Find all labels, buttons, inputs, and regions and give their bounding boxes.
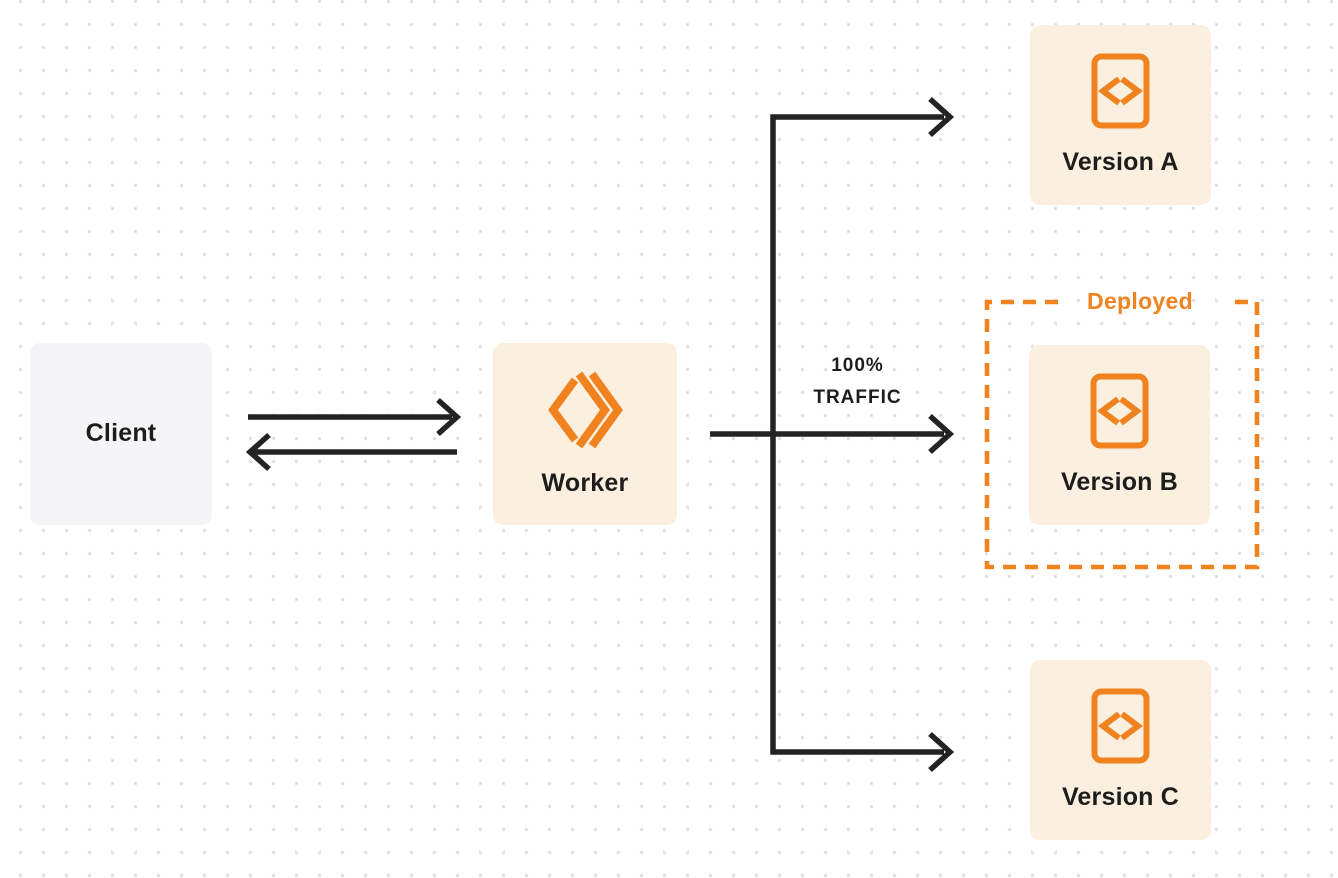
version-b-label: Version B [1060, 468, 1179, 497]
client-label: Client [85, 419, 157, 448]
code-file-icon [1090, 373, 1149, 449]
node-version-c: Version C [1030, 660, 1211, 840]
version-c-label: Version C [1061, 783, 1180, 812]
worker-label: Worker [541, 469, 629, 498]
arrow-to-version-c [770, 434, 955, 773]
workers-logo-icon [548, 371, 623, 449]
traffic-word: TRAFFIC [813, 387, 902, 408]
node-client: Client [30, 343, 212, 525]
deployed-dashed-border [984, 299, 1260, 570]
code-file-icon [1091, 688, 1150, 764]
version-a-label: Version A [1062, 148, 1179, 177]
node-version-b: Version B [1029, 345, 1210, 525]
traffic-percent: 100% [831, 355, 884, 376]
node-worker: Worker [493, 343, 677, 525]
arrow-worker-to-client [245, 432, 457, 472]
deployed-badge-label: Deployed [1087, 288, 1193, 314]
arrow-to-version-b [710, 413, 955, 455]
code-file-icon [1091, 53, 1150, 129]
traffic-annotation: 100% TRAFFIC [795, 350, 920, 414]
arrow-client-to-worker [248, 397, 462, 437]
arrow-to-version-a [770, 96, 955, 434]
node-version-a: Version A [1030, 25, 1211, 205]
